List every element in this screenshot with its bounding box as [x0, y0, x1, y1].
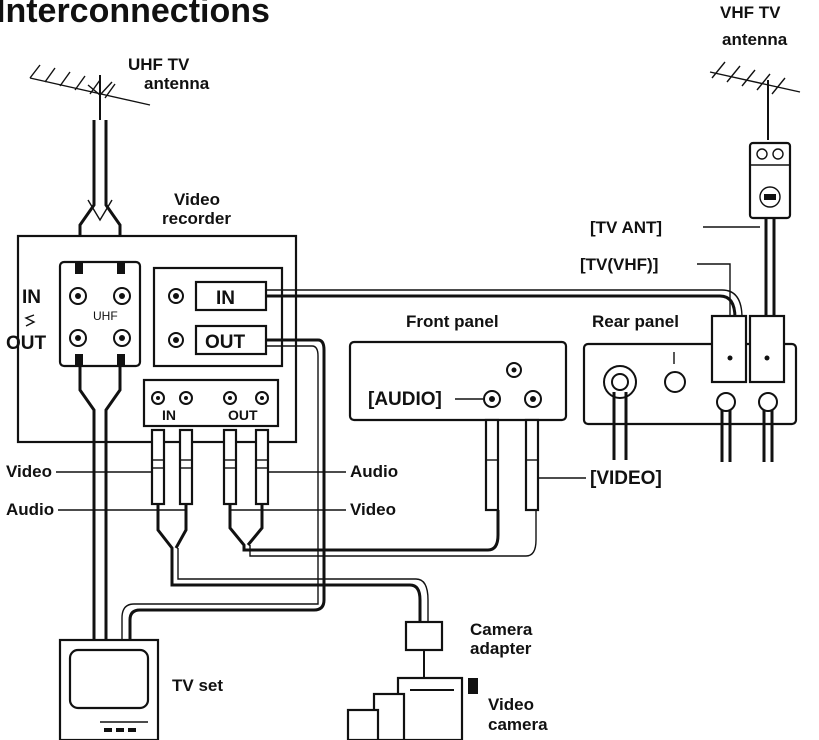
tv-ant-label: [TV ANT]	[590, 218, 662, 237]
video-out-label: Video	[350, 500, 396, 519]
uhf-out-label: OUT	[6, 333, 47, 354]
tv-set	[58, 638, 160, 740]
rf-out-label: OUT	[205, 332, 246, 353]
vhf-antenna-label: VHF TV antenna	[720, 3, 788, 49]
uhf-connector-block	[58, 260, 142, 368]
diagram-title: Interconnections	[0, 0, 270, 30]
tv-vhf-label: [TV(VHF)]	[580, 255, 658, 274]
camera-adapter-label: Camera adapter	[470, 620, 537, 658]
video-jack-label: [VIDEO]	[590, 468, 662, 489]
video-camera-label: Video camera	[488, 695, 548, 734]
rear-panel-label: Rear panel	[592, 312, 679, 331]
vhf-matching-transformer	[748, 141, 792, 220]
video-in-label: Video	[6, 462, 52, 481]
audio-out-label: Audio	[350, 462, 398, 481]
audio-jack	[483, 390, 501, 408]
front-panel-label: Front panel	[406, 312, 499, 331]
tv-set-label: TV set	[172, 676, 223, 695]
uhf-antenna	[29, 64, 151, 120]
video-jack	[524, 390, 542, 408]
vhf-antenna	[709, 61, 801, 140]
video-camera	[346, 676, 478, 740]
rf-in-label: IN	[216, 288, 235, 309]
front-panel	[348, 340, 568, 422]
rf-in-jack	[168, 288, 184, 304]
audio-in-label: Audio	[6, 500, 54, 519]
av-out-label: OUT	[228, 407, 258, 423]
video-recorder-label: Video recorder	[162, 190, 231, 228]
audio-jack-label: [AUDIO]	[368, 389, 442, 410]
rf-out-jack	[168, 332, 184, 348]
av-in-label: IN	[162, 407, 176, 423]
uhf-antenna-label: UHF TV antenna	[128, 55, 210, 93]
camera-adapter	[404, 620, 444, 652]
av-jack-panel	[142, 378, 280, 428]
uhf-block-label: UHF	[93, 309, 118, 323]
uhf-in-label: IN	[22, 287, 41, 308]
